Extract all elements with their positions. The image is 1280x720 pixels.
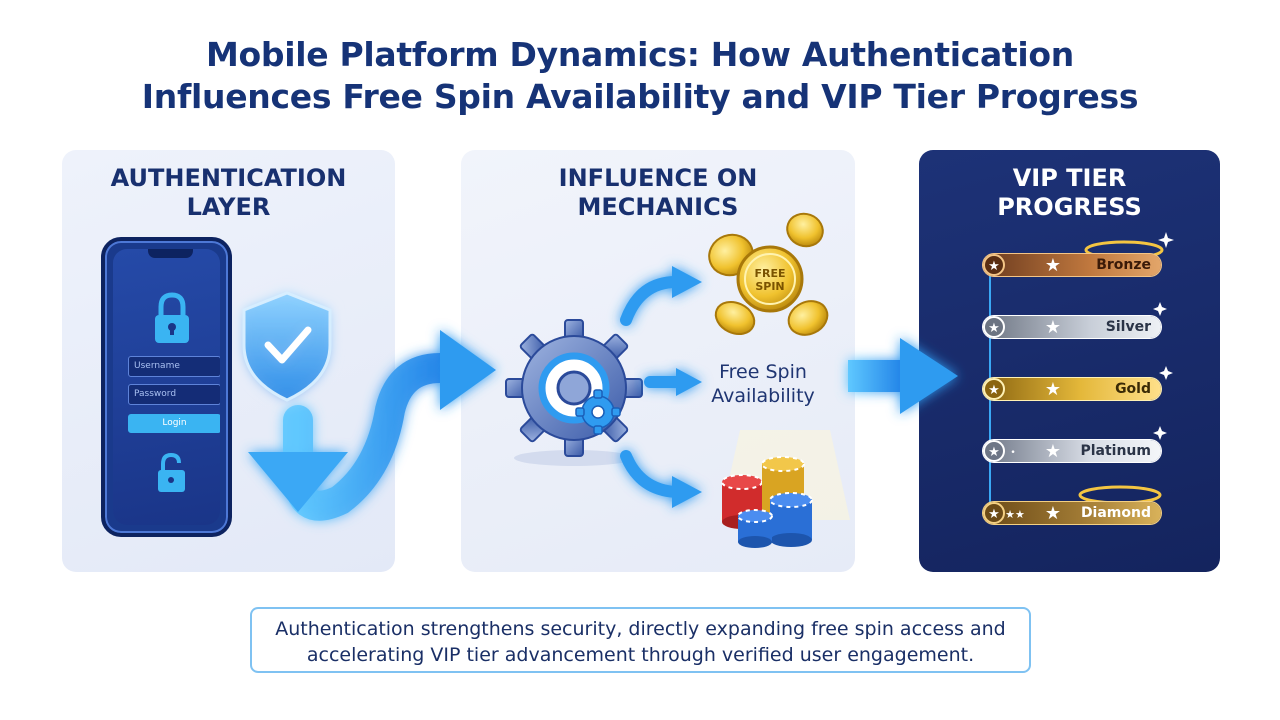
svg-text:★: ★: [988, 507, 1000, 522]
sparkle-icons: [1153, 232, 1174, 440]
vip-title-line-1: VIP TIER: [1012, 164, 1127, 192]
auth-title-line-1: AUTHENTICATION: [110, 164, 347, 192]
free-spin-availability-label: Free Spin Availability: [700, 360, 826, 408]
mech-title-line-1: INFLUENCE ON: [558, 164, 758, 192]
username-field[interactable]: Username: [128, 356, 220, 377]
coin-text-line-2: SPIN: [755, 280, 784, 293]
tier-label-platinum: Platinum: [1080, 443, 1151, 459]
tier-silver: ★ ★ Silver: [983, 316, 1161, 338]
tier-stars: ★ ★: [983, 316, 1061, 338]
svg-text:★: ★: [988, 259, 1000, 274]
login-button[interactable]: Login: [128, 414, 220, 433]
lock-icon: [155, 292, 189, 343]
summary-caption: Authentication strengthens security, dir…: [250, 607, 1031, 673]
auth-to-mechanics-arrow: [248, 330, 496, 521]
phone-screen: Username Password Login: [113, 249, 220, 525]
tier-stars: ★ ★: [983, 254, 1061, 276]
page-title: Mobile Platform Dynamics: How Authentica…: [0, 34, 1280, 118]
gear-right-arrow: [644, 368, 702, 396]
tier-label-gold: Gold: [1115, 381, 1151, 397]
mech-title-line-2: MECHANICS: [577, 193, 739, 221]
phone-lock-icons: [155, 292, 189, 492]
authentication-layer-title: AUTHENTICATION LAYER: [62, 164, 395, 222]
gear-down-arrow: [620, 450, 702, 508]
tier-label-silver: Silver: [1105, 319, 1151, 335]
tier-platinum: ★ • ★ Platinum: [983, 440, 1161, 462]
influence-on-mechanics-title: INFLUENCE ON MECHANICS: [461, 164, 855, 222]
auth-title-line-2: LAYER: [186, 193, 271, 221]
vip-title-line-2: PROGRESS: [997, 193, 1142, 221]
mobile-phone: Username Password Login: [101, 237, 232, 537]
svg-text:•: •: [1010, 448, 1015, 458]
vip-tier-progress-panel: VIP TIER PROGRESS: [919, 150, 1220, 572]
vip-tier-progress-title: VIP TIER PROGRESS: [919, 164, 1220, 222]
phone-notch: [148, 249, 193, 258]
tier-label-bronze: Bronze: [1096, 257, 1151, 273]
free-spin-coins-icon: FREE SPIN: [708, 212, 829, 336]
free-spin-line-2: Availability: [711, 385, 815, 407]
tier-label-diamond: Diamond: [1080, 505, 1151, 521]
gear-icon: [505, 319, 643, 466]
diamond-halo: [1078, 485, 1162, 505]
svg-text:★: ★: [988, 321, 1000, 336]
svg-text:★: ★: [988, 445, 1000, 460]
tier-gold: ★ ★ Gold: [983, 378, 1161, 400]
page-title-line-2: Influences Free Spin Availability and VI…: [141, 77, 1139, 116]
svg-text:★★: ★★: [1005, 508, 1025, 521]
svg-text:★: ★: [988, 383, 1000, 398]
casino-chips-icon: [720, 430, 850, 548]
unlock-icon: [158, 452, 185, 492]
tier-stars: ★ ★: [983, 378, 1061, 400]
svg-text:★: ★: [1045, 441, 1061, 462]
svg-text:★: ★: [1045, 379, 1061, 400]
free-spin-line-1: Free Spin: [719, 361, 807, 383]
password-field[interactable]: Password: [128, 384, 220, 405]
caption-line-1: Authentication strengthens security, dir…: [275, 618, 1006, 640]
gear-up-arrow: [620, 266, 702, 326]
shield-check-icon: [242, 291, 332, 402]
mechanics-to-vip-arrow: [848, 338, 958, 414]
coin-text-line-1: FREE: [754, 267, 785, 280]
caption-line-2: accelerating VIP tier advancement throug…: [306, 644, 975, 666]
svg-text:★: ★: [1045, 317, 1061, 338]
tier-stars: ★ • ★: [983, 440, 1061, 462]
tier-bronze: ★ ★ Bronze: [983, 254, 1161, 276]
tier-stars: ★ ★★ ★: [983, 502, 1061, 524]
page-title-line-1: Mobile Platform Dynamics: How Authentica…: [205, 35, 1074, 74]
tier-diamond: ★ ★★ ★ Diamond: [983, 502, 1161, 524]
svg-text:★: ★: [1045, 255, 1061, 276]
svg-text:★: ★: [1045, 503, 1061, 524]
